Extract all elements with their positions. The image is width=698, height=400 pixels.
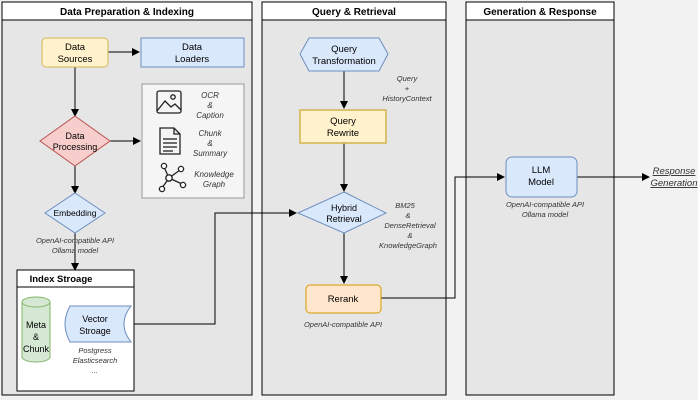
edge-storage-retrieval (131, 209, 297, 325)
hybrid-retrieval-line1: Hybrid (331, 203, 357, 213)
ocr-line1: OCR (201, 91, 219, 100)
query-rewrite-box (299, 109, 387, 144)
history-note-2: + (405, 84, 410, 93)
data-loaders-box (140, 37, 245, 68)
node-data-loaders: Data Loaders (140, 37, 245, 68)
embedding-diamond (44, 192, 106, 234)
outputs-container (141, 83, 245, 199)
history-note-1: Query (397, 74, 419, 83)
retrieval-note-4: & (407, 231, 412, 240)
node-query-rewrite: Query Rewrite (299, 109, 387, 144)
data-sources-box (41, 37, 109, 68)
llm-model-box (505, 156, 578, 198)
query-transformation-hexagon (299, 37, 389, 72)
retrieval-note-5: KnowledgeGraph (379, 241, 437, 250)
llm-note-2: Ollama model (522, 210, 569, 219)
response-generation-label: Response Generation (650, 166, 697, 189)
chunk-line3: Summary (193, 149, 228, 158)
meta-chunk-line3: Chunk (23, 344, 50, 354)
panel-title-query: Query & Retrieval (312, 7, 396, 18)
panel-title-gen: Generation & Response (483, 7, 597, 18)
llm-note-1: OpenAI-compatible API (506, 200, 584, 209)
connectors (71, 48, 650, 325)
data-loaders-line2: Loaders (175, 54, 210, 65)
embedding-note-1: OpenAI-compatible API (36, 236, 114, 245)
vector-storage-body (64, 305, 133, 343)
data-processing-line2: Processing (53, 142, 98, 152)
retrieval-note-3: DenseRetrieval (384, 221, 436, 230)
edge-rerank-llm (381, 173, 505, 299)
meta-chunk-cylinder: Meta & Chunk (21, 296, 51, 363)
hybrid-retrieval-line2: Retrieval (326, 214, 362, 224)
data-sources-line1: Data (65, 42, 86, 53)
data-loaders-line1: Data (182, 42, 203, 53)
rerank-label: Rerank (328, 294, 359, 305)
graph-icon (158, 162, 187, 193)
ocr-line2: & (207, 101, 212, 110)
processing-outputs-box: OCR & Caption Chunk & Summary Knowledge (141, 83, 245, 199)
retrieval-note-2: & (405, 211, 410, 220)
document-icon (159, 127, 181, 155)
vector-storage-line2: Stroage (79, 326, 111, 336)
index-storage-box: Index Stroage Meta & Chunk Vector Stroag… (16, 269, 135, 392)
query-rewrite-line1: Query (330, 116, 356, 127)
vector-storage-line1: Vector (82, 314, 108, 324)
meta-chunk-line2: & (33, 332, 39, 342)
llm-model-line2: Model (528, 177, 554, 188)
response-line1: Response (653, 166, 696, 177)
embedding-note-2: Ollama model (52, 246, 99, 255)
node-query-transformation: Query Transformation (299, 37, 389, 72)
node-data-processing: Data Processing (39, 115, 111, 167)
index-storage-title: Index Stroage (30, 274, 93, 285)
query-transformation-line2: Transformation (312, 56, 376, 67)
image-icon (156, 90, 182, 114)
panel-generation-response: Generation & Response (465, 1, 615, 396)
query-transformation-line1: Query (331, 44, 357, 55)
node-rerank: Rerank (305, 284, 382, 314)
query-rewrite-line2: Rewrite (327, 128, 359, 139)
storage-note-3: ... (92, 366, 98, 375)
data-sources-line2: Sources (58, 54, 93, 65)
chunk-line2: & (207, 139, 212, 148)
ocr-line3: Caption (196, 111, 224, 120)
hybrid-retrieval-diamond (296, 191, 388, 234)
history-note-3: HistoryContext (382, 94, 432, 103)
rerank-note: OpenAI-compatible API (304, 320, 382, 329)
storage-note-2: Elasticsearch (73, 356, 118, 365)
storage-note-1: Postgress (78, 346, 112, 355)
chunk-line1: Chunk (198, 129, 222, 138)
data-processing-diamond (39, 115, 111, 167)
kg-line1: Knowledge (194, 170, 234, 179)
kg-line2: Graph (203, 180, 226, 189)
embedding-label: Embedding (53, 208, 96, 218)
data-processing-line1: Data (65, 131, 84, 141)
llm-model-line1: LLM (532, 165, 551, 176)
node-data-sources: Data Sources (41, 37, 109, 68)
node-llm-model: LLM Model (505, 156, 578, 198)
node-embedding: Embedding (44, 192, 106, 234)
vector-storage-shape: Vector Stroage (64, 305, 133, 343)
retrieval-note-1: BM25 (395, 201, 415, 210)
panel-title-prep: Data Preparation & Indexing (60, 7, 194, 18)
node-hybrid-retrieval: Hybrid Retrieval (296, 191, 388, 234)
meta-chunk-line1: Meta (26, 320, 46, 330)
response-line2: Generation (650, 178, 697, 189)
rerank-box (305, 284, 382, 314)
